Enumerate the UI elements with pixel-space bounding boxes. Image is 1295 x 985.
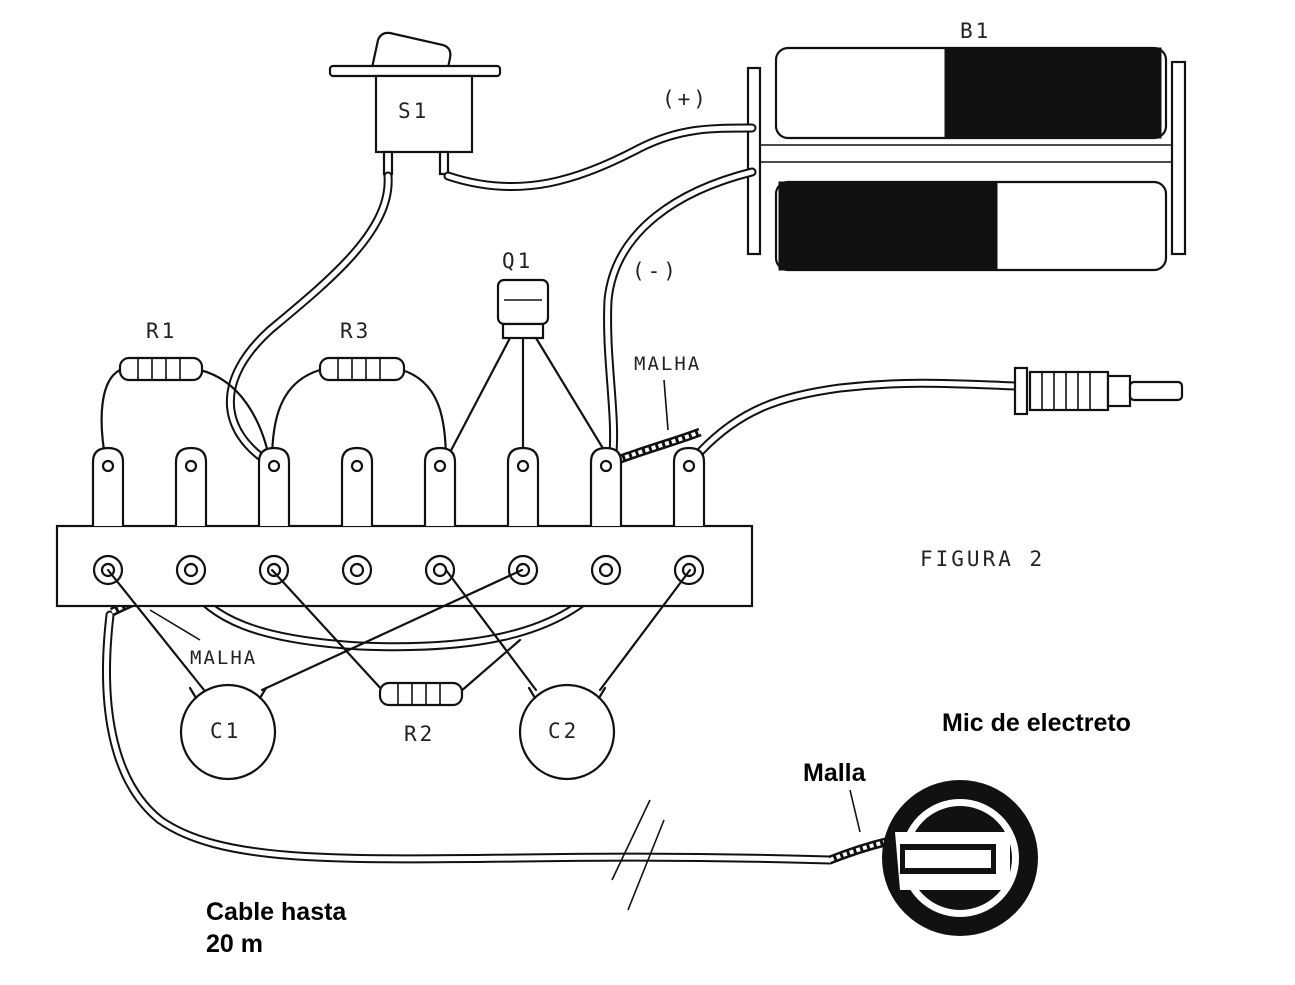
figure-title: FIGURA 2 [920,547,1045,571]
transistor [444,278,612,462]
lug-hole [516,459,530,473]
mic-annotation: Mic de electreto [942,709,1131,737]
capacitor-c2-label: C2 [548,719,579,743]
terminal-lug [589,446,623,526]
terminal-eyelet-inner [598,562,614,578]
lug-hole [184,459,198,473]
cable-annotation: Cable hasta 20 m [206,896,346,960]
terminal-eyelet-inner [266,562,282,578]
resistor-r3 [270,356,448,464]
battery-label: B1 [960,19,991,43]
electret-mic [882,780,1038,936]
mesh-leader [849,789,861,833]
resistor-r1-label: R1 [146,319,177,343]
terminal-eyelet-inner [183,562,199,578]
switch-label: S1 [398,99,429,123]
shield-braids [109,427,991,865]
cable-annotation-line2: 20 m [206,930,263,958]
lug-hole [267,459,281,473]
resistor-r2-label: R2 [404,722,435,746]
wires [102,123,1020,865]
capacitor-c2 [518,683,616,781]
terminal-strip [55,446,754,608]
terminal-lug [506,446,540,526]
capacitor-c1 [179,683,277,781]
terminal-eyelet-inner [349,562,365,578]
transistor-label: Q1 [502,249,533,273]
terminal-lug [174,446,208,526]
lug-hole [682,459,696,473]
resistor-r2 [378,681,464,707]
terminal-lug [672,446,706,526]
terminal-eyelet-inner [432,562,448,578]
negative-label: (-) [632,259,679,283]
under-strip-wiring [106,568,692,694]
positive-label: (+) [662,87,709,111]
terminal-lugs [91,446,706,586]
capacitor-c1-label: C1 [210,719,241,743]
cable-break-mark [611,799,665,911]
output-plug [1013,366,1184,416]
terminal-lug [91,446,125,526]
lug-hole [433,459,447,473]
switch [328,31,502,176]
lug-hole [599,459,613,473]
battery-holder [746,46,1187,272]
mesh-annotation: Malla [803,759,866,787]
cable-annotation-line1: Cable hasta [206,898,347,926]
shield-label-top: MALHA [634,353,701,375]
shield-leader-bottom [149,609,201,641]
terminal-lug [423,446,457,526]
resistor-r3-label: R3 [340,319,371,343]
lug-hole [350,459,364,473]
terminal-lug [257,446,291,526]
lug-hole [101,459,115,473]
shield-label-bottom: MALHA [190,647,257,669]
shield-leader-top [663,379,669,431]
terminal-lug [340,446,374,526]
